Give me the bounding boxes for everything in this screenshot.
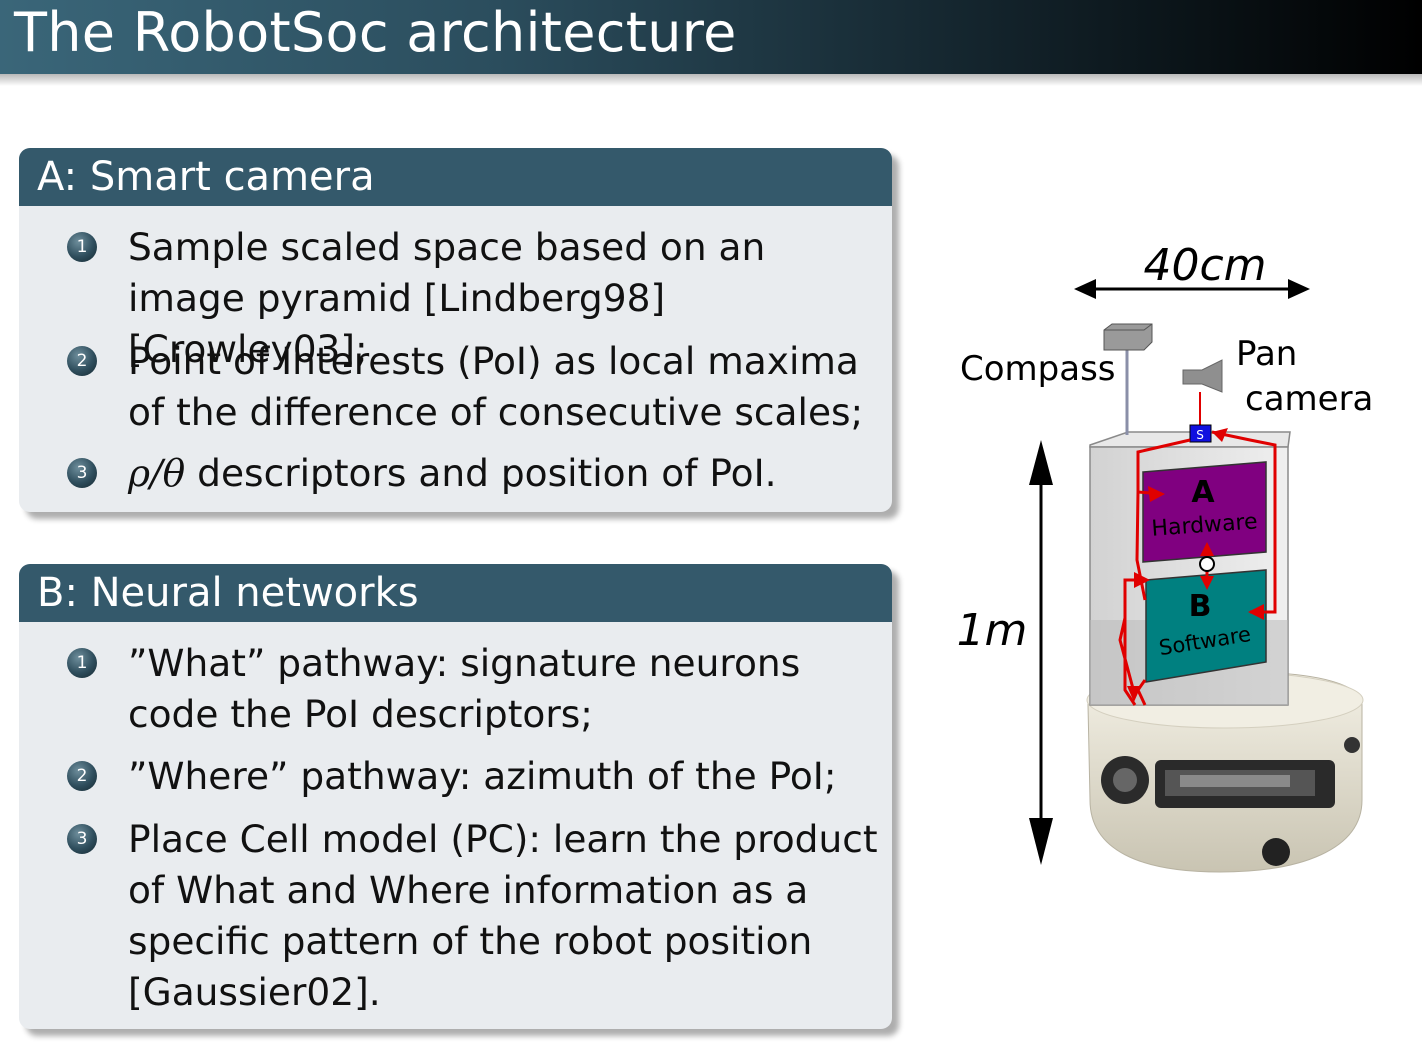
title-bar-shadow [0, 74, 1422, 86]
sensor-letter: S [1196, 428, 1204, 442]
height-label: 1m [957, 605, 1028, 656]
hardware-letter: A [1191, 475, 1215, 510]
software-letter: B [1189, 589, 1212, 624]
sensor-box [1189, 424, 1212, 443]
rho-theta-math: ρ/θ [128, 451, 186, 495]
robot-diagram: 40cm 1m Compass Pan camera S [957, 240, 1373, 873]
bullet-number-icon: 3 [67, 458, 97, 488]
hardware-box [1142, 461, 1267, 563]
bullet-number-icon: 3 [67, 824, 97, 854]
width-label: 40cm [1143, 240, 1266, 291]
list-item-text-rest: descriptors and position of PoI. [185, 451, 777, 495]
compass-sensor [1103, 323, 1153, 435]
block-b-heading: B: Neural networks [19, 564, 892, 622]
compass-label: Compass [960, 349, 1116, 389]
arrow-heads [1127, 428, 1264, 702]
list-item-text: Sample scaled space based on an image py… [128, 225, 766, 371]
block-neural-networks: B: Neural networks 1 ”What” pathway: sig… [19, 564, 892, 1029]
list-item-text: ρ/θ descriptors and position of PoI. [128, 448, 883, 499]
bullet-number-icon: 2 [67, 761, 97, 791]
list-item-text: Point of Interests (PoI) as local maxima… [128, 339, 864, 434]
block-smart-camera: A: Smart camera 1 Sample scaled space ba… [19, 148, 892, 512]
camera-label: camera [1245, 379, 1373, 419]
height-dimension-arrow [1029, 440, 1053, 865]
bullet-number-icon: 1 [67, 648, 97, 678]
list-item-text: ”Where” pathway: azimuth of the PoI; [128, 754, 837, 798]
bullet-number-icon: 1 [67, 232, 97, 262]
width-dimension-arrow [1074, 279, 1310, 299]
pan-label: Pan [1236, 334, 1297, 374]
pan-camera-sensor [1182, 359, 1223, 428]
block-a-heading: A: Smart camera [19, 148, 892, 206]
slide-title: The RobotSoc architecture [14, 1, 737, 64]
connector-icon [1199, 556, 1215, 572]
list-item-text: ”What” pathway: signature neurons code t… [128, 641, 801, 736]
software-box [1145, 569, 1267, 683]
list-item-text: Place Cell model (PC): learn the product… [128, 817, 878, 1014]
bullet-number-icon: 2 [67, 346, 97, 376]
title-bar: The RobotSoc architecture [0, 0, 1422, 74]
